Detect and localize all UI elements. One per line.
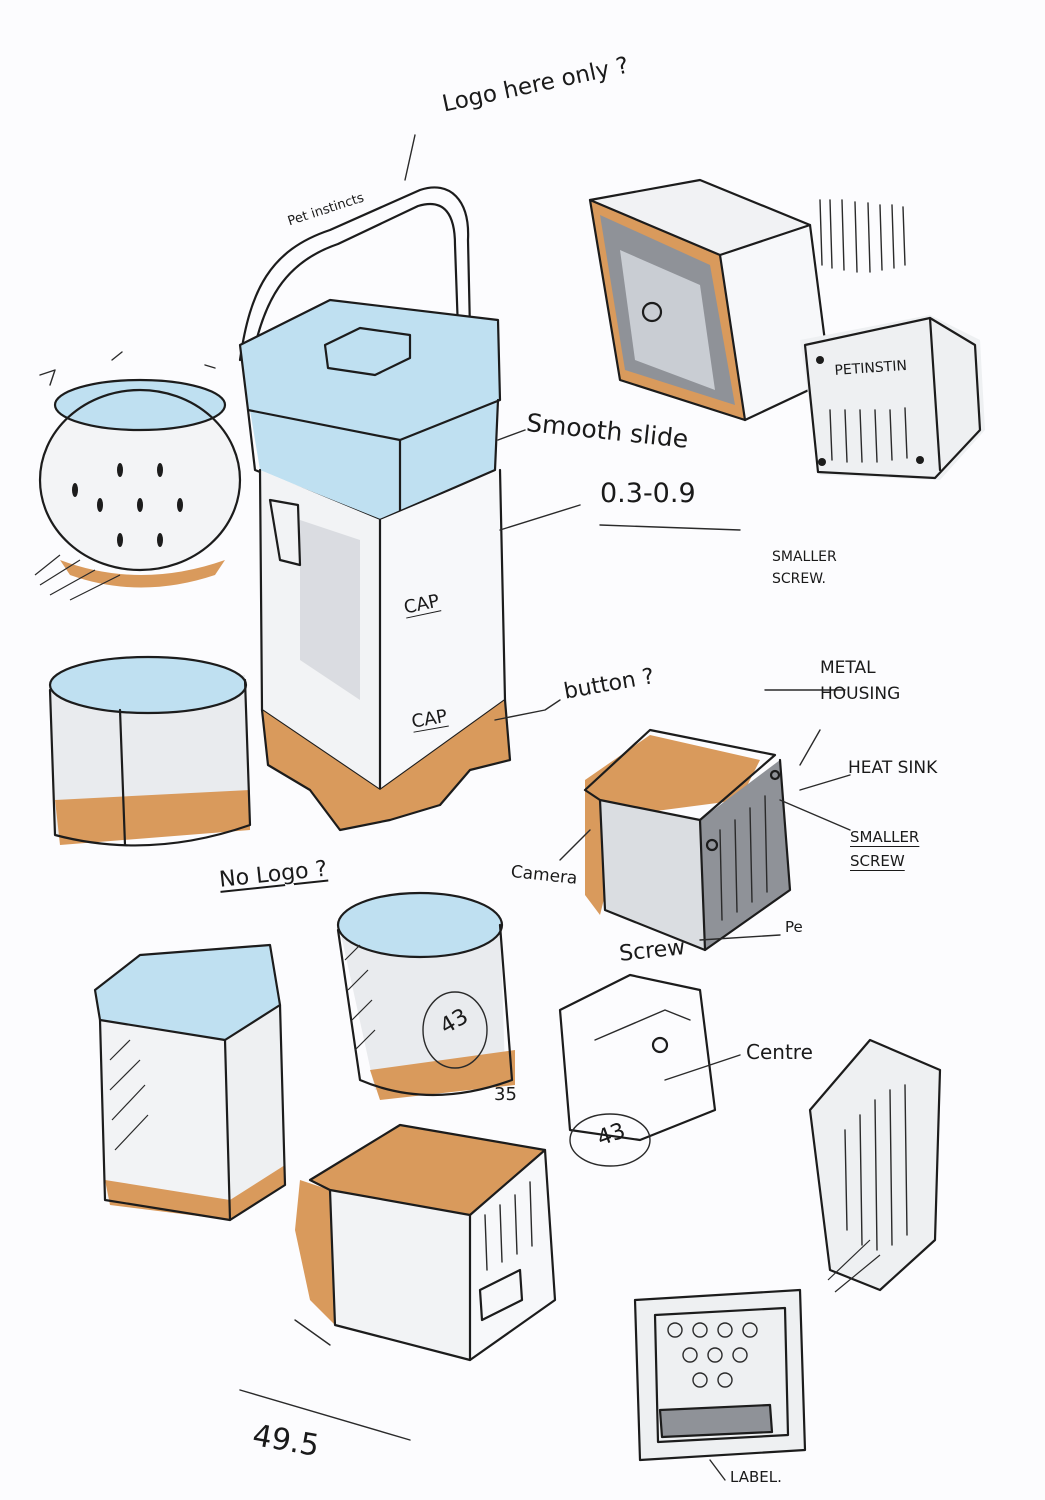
front-view-sketch xyxy=(633,1288,807,1462)
note-smaller-screw-mid: SMALLER SCREW xyxy=(850,828,920,870)
note-metal-housing: METAL HOUSING xyxy=(820,658,901,704)
slim-device-sketch xyxy=(808,1038,942,1293)
camera-front-sketch xyxy=(588,178,832,422)
note-thickness: 0.3-0.9 xyxy=(600,478,696,509)
lower-left-cube-sketch xyxy=(93,943,287,1222)
screw-cube-sketch xyxy=(558,973,717,1167)
round-jar-sketch xyxy=(34,378,242,601)
metal-housing-cube-sketch xyxy=(583,728,792,952)
main-tall-device-sketch xyxy=(238,186,512,832)
note-centre: Centre xyxy=(746,1040,813,1064)
center-cylinder-sketch xyxy=(336,891,515,1100)
note-label: LABEL. xyxy=(730,1468,782,1486)
annotation-leaders xyxy=(239,134,851,1481)
heat-fins-sketch xyxy=(819,199,906,273)
note-dimension-35: 35 xyxy=(494,1084,517,1105)
bottom-cube-sketch xyxy=(295,1123,557,1362)
tick-marks xyxy=(39,351,216,386)
note-heat-sink: HEAT SINK xyxy=(848,758,938,778)
short-cylinder-sketch xyxy=(48,655,252,847)
camera-back-sketch xyxy=(800,315,985,480)
note-pe: Pe xyxy=(785,918,803,936)
note-smaller-screw-top: SMALLER SCREW. xyxy=(772,549,837,587)
